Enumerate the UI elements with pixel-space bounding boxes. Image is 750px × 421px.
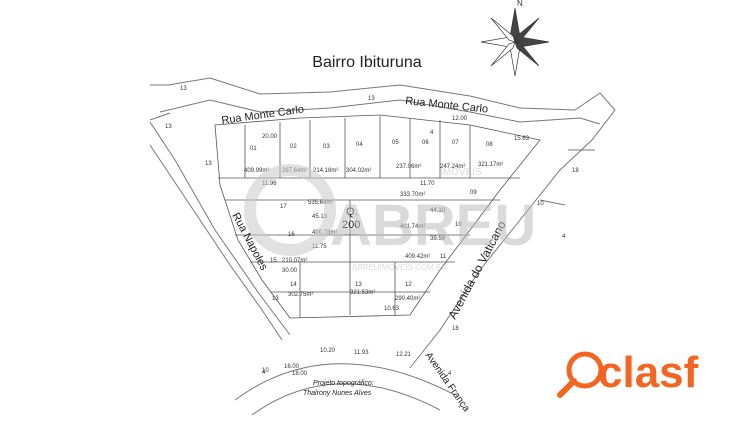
dimension-labels: 13 13 13 13 13 18 10 18 10 10.20 11.93 1… (165, 86, 579, 377)
dim-label: 11.93 (354, 350, 369, 356)
lot-16-id: 16 (288, 232, 295, 238)
lot-03-id: 03 (323, 144, 330, 150)
dim-label: 13 (368, 96, 375, 102)
dim-label: 11.96 (262, 181, 277, 187)
lot-07-area: 247.24m² (440, 164, 465, 170)
lot-01-area: 409.99m² (244, 168, 269, 174)
lot-05-id: 05 (392, 140, 399, 146)
dim-label: 10.20 (320, 348, 336, 354)
compass-rose-icon: N (480, 0, 550, 77)
lot-10-area: 401.74m² (400, 224, 425, 230)
dim-label: 12.21 (396, 352, 412, 358)
dim-label: 16.00 (284, 364, 300, 370)
lot-04-id: 04 (356, 142, 363, 148)
dim-label: 4 (562, 234, 566, 240)
dim-label: 10 (537, 201, 544, 207)
dim-label: 4 (448, 371, 452, 377)
lot-11-area: 409.42m² (405, 254, 430, 260)
map-title: Bairro Ibituruna (312, 54, 421, 71)
dim-label: 12.00 (452, 116, 468, 122)
svg-text:N: N (517, 0, 523, 8)
block-number: 200 (342, 219, 360, 231)
lot-03-area: 214.18m² (313, 168, 338, 174)
dim-label: 18.00 (292, 371, 308, 377)
magnifier-icon (566, 351, 604, 389)
dim-label: 18 (572, 168, 579, 174)
credit-line-1: Projeto topográfico: (313, 380, 374, 387)
street-label-monte-carlo-right: Rua Monte Carlo (405, 95, 489, 116)
dim-label: 13 (272, 296, 279, 302)
lot-15-id: 15 (270, 258, 277, 264)
lot-08-id: 08 (486, 142, 493, 148)
lot-04-area: 304.02m² (346, 168, 371, 174)
lot-01-id: 01 (250, 146, 257, 152)
dim-label: 10.63 (384, 306, 400, 312)
street-network (149, 77, 616, 416)
lot-17-area: 535.64m² (308, 200, 333, 206)
lot-15-area: 210.07m² (282, 258, 307, 264)
lot-02-id: 02 (290, 144, 297, 150)
dim-label: 4 (430, 130, 434, 136)
lot-13-id: 13 (355, 282, 362, 288)
logo-clasf-text: clasf (598, 348, 699, 397)
watermark-brand: ABREU (330, 193, 536, 258)
block-letter: Q. (346, 206, 358, 218)
lot-11-id: 11 (440, 254, 447, 260)
dim-label: 13 (165, 124, 172, 130)
dim-label: 4 (262, 370, 266, 376)
dim-label: 44.10 (430, 208, 446, 214)
block-outline (214, 114, 541, 319)
lot-17-id: 17 (280, 204, 287, 210)
dim-label: 45.13 (312, 214, 328, 220)
lot-14-area: 302.75m² (288, 292, 313, 298)
lot-07-id: 07 (452, 140, 459, 146)
lot-06-area: 237.06m² (396, 164, 421, 170)
dim-label: 10 (262, 368, 269, 374)
lot-13-area: 321.53m² (350, 290, 375, 296)
dim-label: 39.59 (430, 236, 446, 242)
dim-label: 18 (452, 326, 459, 332)
lot-10-id: 10 (455, 222, 462, 228)
lot-14-id: 14 (290, 282, 297, 288)
lot-06-id: 06 (422, 140, 429, 146)
dim-label: 11.70 (420, 181, 435, 187)
dim-label: 20.00 (262, 134, 278, 140)
clasf-logo: clasf (557, 348, 699, 398)
lot-09-id: 09 (470, 190, 477, 196)
dim-label: 30.00 (282, 268, 298, 274)
credit-line-2: Thalrony Nunes Alves (303, 390, 372, 397)
dim-label: 13 (180, 86, 187, 92)
watermark-url: ABREUIMOVEIS.COM.BR (352, 263, 447, 272)
dim-label: 15.63 (514, 136, 530, 142)
watermark: ABREU IMOVEIS ABREUIMOVEIS.COM.BR (244, 164, 536, 272)
lot-08-area: 321.17m² (478, 162, 503, 168)
lot-12-area: 290.40m² (395, 296, 420, 302)
watermark-sub: IMOVEIS (440, 167, 482, 178)
dim-label: 11.75 (312, 244, 327, 250)
street-label-monte-carlo-left: Rua Monte Carlo (221, 104, 305, 127)
lot-09-area: 333.70m² (400, 192, 425, 198)
dim-label: 13 (205, 161, 212, 167)
lot-12-id: 12 (405, 282, 412, 288)
